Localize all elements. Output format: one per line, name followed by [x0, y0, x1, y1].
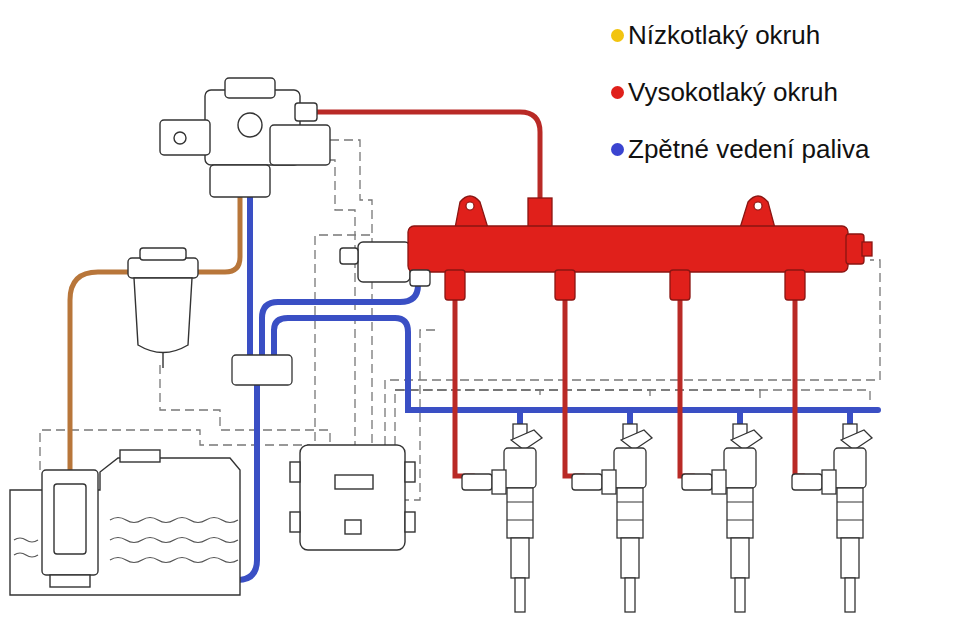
legend-text: Vysokotlaký okruh	[628, 78, 838, 107]
legend-item: Vysokotlaký okruh	[611, 78, 838, 107]
legend-swatch	[611, 86, 624, 99]
legend-swatch	[611, 29, 624, 42]
legend-swatch	[611, 143, 624, 156]
legend-item: Nízkotlaký okruh	[611, 21, 820, 50]
legend-item: Zpětné vedení paliva	[611, 135, 869, 164]
legend-text: Zpětné vedení paliva	[628, 135, 869, 164]
legend-text: Nízkotlaký okruh	[628, 21, 820, 50]
